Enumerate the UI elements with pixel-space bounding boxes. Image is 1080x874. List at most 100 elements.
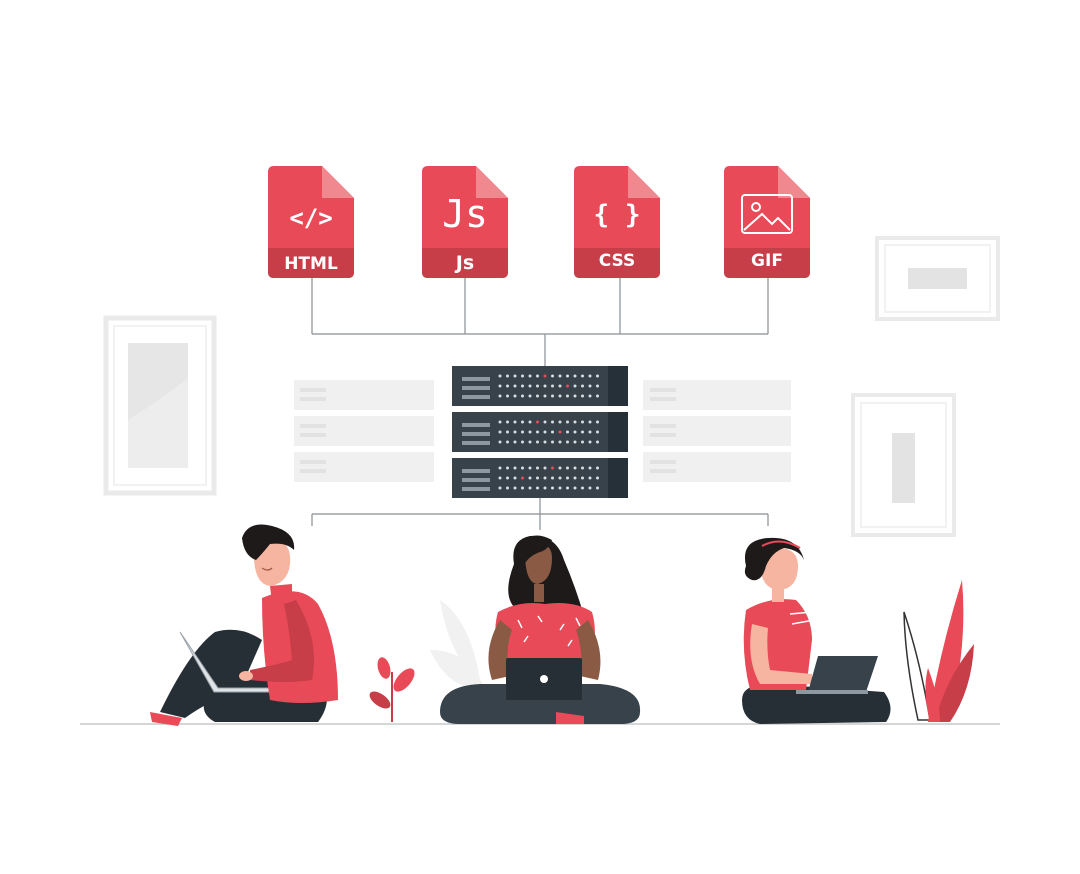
server-led: [596, 486, 599, 490]
server-led: [506, 486, 509, 490]
server-led: [558, 384, 562, 388]
file-icon-js: [422, 166, 508, 278]
server-led: [596, 466, 599, 470]
server-led: [506, 420, 509, 424]
server-led: [513, 374, 517, 378]
server-led: [528, 374, 532, 378]
server-led: [536, 466, 539, 470]
server-led: [588, 430, 592, 434]
code-icon: </>: [289, 204, 333, 232]
server-led: [573, 394, 577, 398]
server-led: [581, 430, 584, 434]
server-led: [536, 394, 539, 398]
server-led: [506, 466, 509, 470]
server-led: [596, 394, 599, 398]
server-led: [588, 374, 592, 378]
server-led: [551, 420, 554, 424]
server-led: [573, 466, 577, 470]
server-led: [596, 374, 599, 378]
server-led: [528, 466, 532, 470]
server-led: [528, 430, 532, 434]
server-led: [498, 430, 502, 434]
server-led: [521, 486, 524, 490]
image-icon: [741, 194, 793, 234]
server-led: [536, 420, 539, 424]
server-led: [543, 486, 547, 490]
server-led: [521, 476, 524, 480]
server-led: [573, 430, 577, 434]
server-led: [498, 394, 502, 398]
server-led: [573, 486, 577, 490]
server-led: [521, 374, 524, 378]
background-server-left: [294, 380, 434, 482]
server-led: [528, 394, 532, 398]
server-led: [558, 476, 562, 480]
server-led: [588, 394, 592, 398]
server-led: [521, 466, 524, 470]
server-led: [558, 466, 562, 470]
server-led: [543, 374, 547, 378]
server-led: [558, 440, 562, 444]
server-led: [581, 476, 584, 480]
server-led: [573, 384, 577, 388]
server-led: [566, 394, 569, 398]
server-led: [498, 420, 502, 424]
server-led: [558, 374, 562, 378]
server-led: [521, 420, 524, 424]
server-led: [498, 466, 502, 470]
background-frame-right: [851, 393, 956, 537]
plant-left: [369, 657, 415, 722]
server-led: [506, 384, 509, 388]
server-led: [521, 430, 524, 434]
server-led: [506, 374, 509, 378]
server-led: [513, 420, 517, 424]
server-led: [498, 486, 502, 490]
braces-icon: { }: [593, 200, 641, 230]
server-led: [551, 430, 554, 434]
person-woman-center: [440, 535, 641, 724]
server-led: [566, 476, 569, 480]
server-led: [588, 440, 592, 444]
plant-right: [903, 580, 974, 722]
server-led: [521, 440, 524, 444]
server-rack: [452, 366, 628, 498]
server-led: [596, 440, 599, 444]
background-server-right: [643, 380, 791, 482]
server-led: [558, 486, 562, 490]
file-icon-css: [574, 166, 660, 278]
server-led: [566, 430, 569, 434]
server-led: [513, 384, 517, 388]
server-led: [536, 486, 539, 490]
server-led: [543, 420, 547, 424]
server-led: [543, 394, 547, 398]
server-led: [513, 466, 517, 470]
server-led: [566, 420, 569, 424]
server-led: [536, 476, 539, 480]
server-led: [543, 466, 547, 470]
file-icon-html: [268, 166, 354, 278]
server-led: [536, 384, 539, 388]
server-led: [506, 476, 509, 480]
server-led: [573, 374, 577, 378]
person-man: [150, 524, 338, 726]
server-led: [566, 440, 569, 444]
server-led: [588, 384, 592, 388]
server-led: [528, 440, 532, 444]
server-led: [566, 374, 569, 378]
server-led: [521, 394, 524, 398]
server-led: [558, 430, 562, 434]
server-led: [573, 420, 577, 424]
server-led: [566, 384, 569, 388]
server-led: [551, 466, 554, 470]
server-led: [551, 384, 554, 388]
server-led: [528, 476, 532, 480]
server-led: [581, 486, 584, 490]
server-led: [558, 420, 562, 424]
server-led: [513, 440, 517, 444]
server-led: [513, 476, 517, 480]
server-led: [596, 420, 599, 424]
server-led: [596, 430, 599, 434]
server-led: [528, 384, 532, 388]
